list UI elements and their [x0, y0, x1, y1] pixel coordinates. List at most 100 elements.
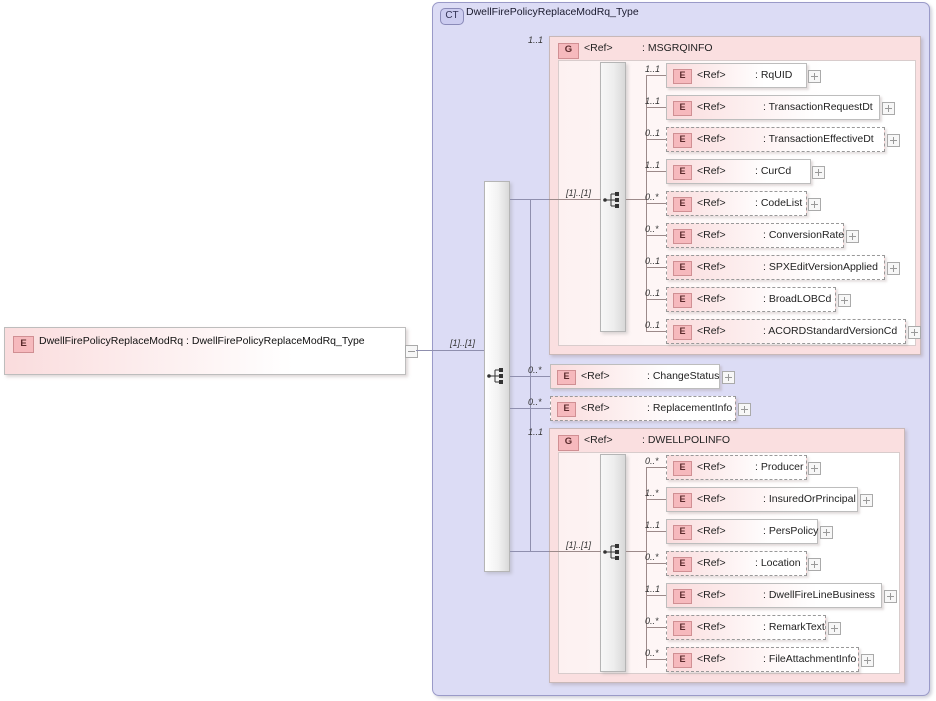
- element-name-label: : Producer: [755, 461, 804, 473]
- element-name-label: : RemarkText: [763, 621, 825, 633]
- element-node[interactable]: E <Ref> : BroadLOBCd: [666, 287, 836, 312]
- connector-line: [646, 75, 666, 76]
- expand-plus-icon[interactable]: [812, 166, 825, 179]
- connector-line: [646, 107, 666, 108]
- element-type-badge: E: [673, 101, 692, 116]
- element-name-label: : ACORDStandardVersionCd: [763, 325, 898, 337]
- element-ref-label: <Ref>: [697, 525, 726, 537]
- element-node[interactable]: E <Ref> : Location: [666, 551, 807, 576]
- connector-line: [646, 171, 666, 172]
- expand-plus-icon[interactable]: [887, 134, 900, 147]
- element-occurrence: 1..1: [645, 64, 661, 74]
- element-ref-label: <Ref>: [697, 69, 726, 81]
- connector-line: [530, 199, 550, 200]
- root-element-label: DwellFirePolicyReplaceModRq : DwellFireP…: [39, 335, 365, 347]
- expand-plus-icon[interactable]: [808, 558, 821, 571]
- expand-plus-icon[interactable]: [884, 590, 897, 603]
- connector-line: [646, 467, 666, 468]
- element-node[interactable]: E <Ref> : ConversionRate: [666, 223, 844, 248]
- connector-line: [510, 199, 531, 200]
- element-node[interactable]: E <Ref> : InsuredOrPrincipal: [666, 487, 858, 512]
- element-ref-label: <Ref>: [697, 261, 726, 273]
- element-node[interactable]: E <Ref> : CodeList: [666, 191, 807, 216]
- element-type-badge: E: [673, 165, 692, 180]
- element-type-badge: E: [557, 402, 576, 417]
- element-ref-label: <Ref>: [697, 653, 726, 665]
- dwellpolinfo-compositor-occurrence: [1]..[1]: [566, 540, 592, 550]
- element-node[interactable]: E <Ref> : RqUID: [666, 63, 807, 88]
- element-type-badge: E: [673, 261, 692, 276]
- expand-plus-icon[interactable]: [838, 294, 851, 307]
- element-name-label: : InsuredOrPrincipal: [763, 493, 856, 505]
- element-node[interactable]: E <Ref> : FileAttachmentInfo: [666, 647, 859, 672]
- expand-plus-icon[interactable]: [722, 371, 735, 384]
- expand-plus-icon[interactable]: [887, 262, 900, 275]
- element-ref-label: <Ref>: [581, 402, 610, 414]
- element-name-label: : SPXEditVersionApplied: [763, 261, 878, 273]
- element-node[interactable]: E <Ref> : PersPolicy: [666, 519, 818, 544]
- connector-line: [530, 408, 550, 409]
- element-name-label: : ReplacementInfo: [647, 402, 733, 414]
- element-occurrence: 0..1: [645, 288, 661, 298]
- connector-line: [530, 551, 550, 552]
- element-node[interactable]: E <Ref> : TransactionRequestDt: [666, 95, 880, 120]
- element-ref-label: <Ref>: [697, 325, 726, 337]
- element-ref-label: <Ref>: [697, 293, 726, 305]
- expand-plus-icon[interactable]: [861, 654, 874, 667]
- element-node[interactable]: E <Ref> : SPXEditVersionApplied: [666, 255, 885, 280]
- collapse-minus-icon[interactable]: [405, 345, 418, 358]
- msgrqinfo-sequence-bar[interactable]: [600, 62, 626, 332]
- connector-line: [646, 467, 647, 668]
- dwellpolinfo-sequence-bar[interactable]: [600, 454, 626, 672]
- element-node-changestatus[interactable]: E <Ref> : ChangeStatus: [550, 364, 720, 389]
- expand-plus-icon[interactable]: [828, 622, 841, 635]
- connector-line: [549, 551, 601, 552]
- element-type-badge: E: [673, 461, 692, 476]
- element-type-badge: E: [673, 229, 692, 244]
- expand-plus-icon[interactable]: [846, 230, 859, 243]
- element-type-badge: E: [673, 325, 692, 340]
- connector-line: [510, 551, 531, 552]
- element-type-badge: E: [673, 293, 692, 308]
- connector-line: [646, 531, 666, 532]
- element-ref-label: <Ref>: [697, 133, 726, 145]
- sequence-compositor-icon: [603, 192, 619, 208]
- expand-plus-icon[interactable]: [908, 326, 921, 339]
- element-type-badge: E: [673, 621, 692, 636]
- element-occurrence: 0..*: [645, 616, 659, 626]
- element-node[interactable]: E <Ref> : DwellFireLineBusiness: [666, 583, 882, 608]
- connector-line: [646, 267, 666, 268]
- element-occurrence: 1..*: [645, 488, 659, 498]
- expand-plus-icon[interactable]: [860, 494, 873, 507]
- expand-plus-icon[interactable]: [808, 462, 821, 475]
- element-node-replacementinfo[interactable]: E <Ref> : ReplacementInfo: [550, 396, 736, 421]
- expand-plus-icon[interactable]: [808, 198, 821, 211]
- element-name-label: : ChangeStatus: [647, 370, 720, 382]
- element-ref-label: <Ref>: [697, 165, 726, 177]
- connector-line: [510, 376, 531, 377]
- outer-compositor-occurrence: [1]..[1]: [450, 338, 476, 348]
- connector-line: [626, 551, 647, 552]
- msgrqinfo-compositor-occurrence: [1]..[1]: [566, 188, 592, 198]
- element-name-label: : CurCd: [755, 165, 792, 177]
- element-node[interactable]: E <Ref> : Producer: [666, 455, 807, 480]
- expand-plus-icon[interactable]: [738, 403, 751, 416]
- connector-line: [646, 139, 666, 140]
- element-occurrence: 1..1: [645, 160, 661, 170]
- element-node[interactable]: E <Ref> : ACORDStandardVersionCd: [666, 319, 906, 344]
- connector-line: [530, 199, 531, 551]
- root-element-node[interactable]: E DwellFirePolicyReplaceModRq : DwellFir…: [4, 327, 406, 375]
- expand-plus-icon[interactable]: [882, 102, 895, 115]
- connector-line: [646, 499, 666, 500]
- element-node[interactable]: E <Ref> : TransactionEffectiveDt: [666, 127, 885, 152]
- element-occurrence: 0..*: [528, 365, 542, 375]
- group-dwellpolinfo-occurrence: 1..1: [528, 427, 544, 437]
- group-msgrqinfo-occurrence: 1..1: [528, 35, 544, 45]
- element-node[interactable]: E <Ref> : CurCd: [666, 159, 811, 184]
- expand-plus-icon[interactable]: [808, 70, 821, 83]
- expand-plus-icon[interactable]: [820, 526, 833, 539]
- element-ref-label: <Ref>: [697, 557, 726, 569]
- element-type-badge: E: [557, 370, 576, 385]
- element-type-badge: E: [13, 336, 34, 353]
- element-node[interactable]: E <Ref> : RemarkText: [666, 615, 826, 640]
